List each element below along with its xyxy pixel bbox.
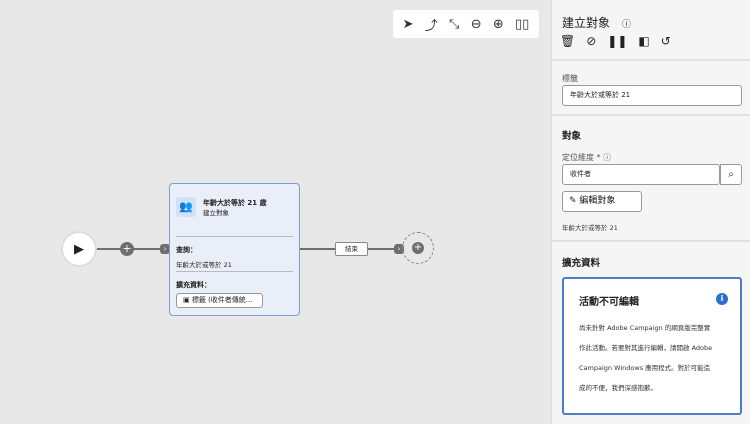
rotate-icon[interactable]: ⤴ <box>424 18 438 34</box>
notice-line: 作此活動。若要對其進行編輯，請開啟 Adobe <box>579 344 713 352</box>
plus-icon: + <box>412 242 424 254</box>
properties-panel: 建立對象 ⓘ 🗑 ⊘ ❚❚ ◧ ↺ 標籤 年齡大於或等於 21 對象 定位維度 … <box>551 0 750 424</box>
audience-section: 對象 定位維度 * ⓘ 收件者 ⌕ ✎ 編輯對象 年齡大於或等於 21 <box>552 116 750 242</box>
divider <box>176 236 293 237</box>
start-button[interactable]: ▶ <box>63 233 95 265</box>
query-value: 年齡大於或等於 21 <box>176 261 232 269</box>
pause-icon[interactable]: ❚❚ <box>607 34 628 48</box>
panel-title: 建立對象 ⓘ <box>562 14 631 31</box>
pencil-icon: ✎ <box>569 196 577 206</box>
audience-heading: 對象 <box>562 131 582 142</box>
add-activity-button[interactable]: + <box>120 242 134 256</box>
notice-line: 成的不便，我們深感抱歉。 <box>579 384 657 392</box>
label-input[interactable]: 年齡大於或等於 21 <box>562 85 742 106</box>
build-audience-node[interactable]: 👥 年齡大於等於 21 歲 建立對象 查詢： 年齡大於或等於 21 擴充資料： … <box>169 183 300 316</box>
not-editable-notice: 活動不可編輯 i 尚未針對 Adobe Campaign 的網頁版完整實 作此活… <box>562 277 742 415</box>
disable-icon[interactable]: ⊘ <box>586 34 597 48</box>
required-marker: * <box>596 153 601 162</box>
node-subtitle: 建立對象 <box>203 209 229 217</box>
enrichment-button-label: 標籤 (收件者傳統... <box>191 296 253 304</box>
enrichment-button[interactable]: ▣ 標籤 (收件者傳統... <box>176 293 263 308</box>
query-label: 查詢： <box>176 246 197 254</box>
enrichment-heading: 擴充資料 <box>562 258 601 269</box>
audience-summary: 年齡大於或等於 21 <box>562 224 618 232</box>
browse-dimension-icon[interactable]: ⌕ <box>720 164 742 185</box>
edit-audience-label: 編輯對象 <box>579 196 616 206</box>
pointer-icon[interactable]: ➤ <box>402 16 414 32</box>
copy-icon[interactable]: ◧ <box>638 34 650 48</box>
enrich-label: 擴充資料： <box>176 281 211 289</box>
dimension-input[interactable]: 收件者 <box>562 164 720 185</box>
tag-icon: ▣ <box>183 296 192 304</box>
label-section: 標籤 年齡大於或等於 21 <box>552 61 750 116</box>
notice-title: 活動不可編輯 <box>579 297 639 308</box>
input-port: › <box>160 244 170 254</box>
node-title: 年齡大於等於 21 歲 <box>203 199 267 207</box>
label-field-label: 標籤 <box>562 74 578 83</box>
edit-audience-button[interactable]: ✎ 編輯對象 <box>562 191 642 212</box>
add-next-activity[interactable]: + <box>402 232 434 264</box>
info-icon: i <box>716 293 728 305</box>
zoom-in-icon[interactable]: ⊕ <box>492 16 504 32</box>
help-icon[interactable]: ⓘ <box>603 153 612 162</box>
output-port: › <box>394 244 404 254</box>
notice-line: 尚未針對 Adobe Campaign 的網頁版完整實 <box>579 324 711 332</box>
dimension-label-text: 定位維度 <box>562 153 594 162</box>
notice-line: Campaign Windows 應用程式。對於可能造 <box>579 364 711 372</box>
panel-title-text: 建立對象 <box>562 16 611 30</box>
map-icon[interactable]: ▯▯ <box>515 16 530 32</box>
panel-header: 建立對象 ⓘ 🗑 ⊘ ❚❚ ◧ ↺ <box>552 0 750 61</box>
dimension-label: 定位維度 * ⓘ <box>562 152 611 163</box>
divider <box>176 271 293 272</box>
help-icon[interactable]: ⓘ <box>621 20 631 30</box>
history-icon[interactable]: ↺ <box>660 34 671 48</box>
collapse-icon[interactable]: ⤡ <box>449 16 460 32</box>
audience-icon: 👥 <box>176 197 196 217</box>
end-transition[interactable]: 結束 <box>335 242 368 256</box>
play-icon: ▶ <box>74 241 84 257</box>
zoom-out-icon[interactable]: ⊖ <box>470 16 482 32</box>
delete-icon[interactable]: 🗑 <box>560 34 576 48</box>
workflow-canvas[interactable]: ➤ ⤴ ⤡ ⊖ ⊕ ▯▯ ▶ + › 👥 年齡大於等於 21 歲 建立對象 查詢… <box>0 0 551 424</box>
canvas-toolbar: ➤ ⤴ ⤡ ⊖ ⊕ ▯▯ <box>393 10 539 38</box>
